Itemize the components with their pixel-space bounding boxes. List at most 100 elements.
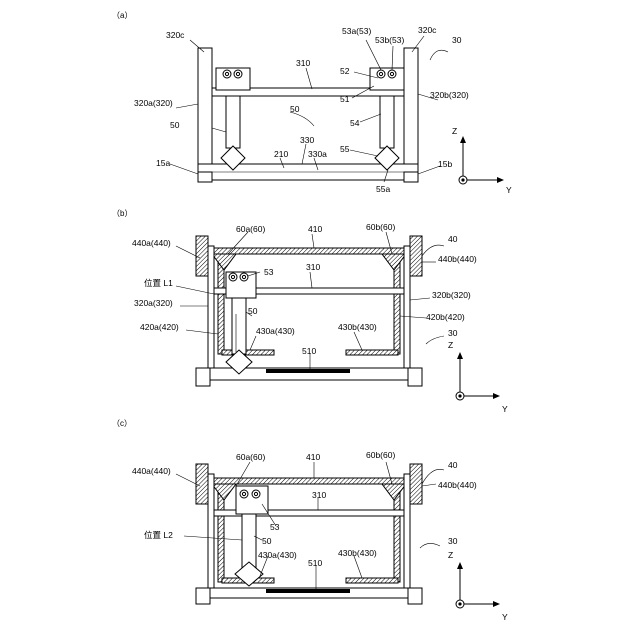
guide-60b	[382, 254, 406, 270]
carriage-b	[226, 272, 256, 298]
foot-15b	[404, 172, 418, 182]
plate-430b	[346, 350, 398, 355]
label-30: 30	[452, 35, 462, 45]
foot-left-c	[196, 588, 210, 604]
label-40-c: 40	[448, 460, 458, 470]
label-320b: 320b(320)	[430, 90, 469, 100]
foot-right-b	[408, 368, 422, 386]
label-430b-b: 430b(430)	[338, 322, 377, 332]
label-320a: 320a(320)	[134, 98, 173, 108]
post-320b-c	[404, 474, 410, 596]
bracket-440b	[410, 236, 422, 276]
carriage-c	[236, 486, 268, 514]
plate-430b-c	[346, 578, 398, 583]
label-410-c: 410	[306, 452, 320, 462]
label-55: 55	[340, 144, 350, 154]
bracket-440a	[196, 236, 208, 276]
label-440b-b: 440b(440)	[438, 254, 477, 264]
foot-right-c	[408, 588, 422, 604]
axis-b-y: Y	[502, 404, 508, 414]
label-15b: 15b	[438, 159, 452, 169]
label-440a-c: 440a(440)	[132, 466, 171, 476]
label-50-center: 50	[290, 104, 300, 114]
label-40-b: 40	[448, 234, 458, 244]
plate-410-c	[212, 478, 406, 484]
label-53b: 53b(53)	[375, 35, 404, 45]
label-210: 210	[274, 149, 288, 159]
label-430b-c: 430b(430)	[338, 548, 377, 558]
label-60a-b: 60a(60)	[236, 224, 265, 234]
stage-510-b	[266, 369, 350, 373]
carriage-left	[216, 68, 250, 90]
label-51: 51	[340, 94, 350, 104]
panel-a-caption: （a）	[112, 11, 132, 20]
label-310-c: 310	[312, 490, 326, 500]
bracket-440a-c	[196, 464, 208, 504]
axis-a-z: Z	[452, 126, 457, 136]
axis-c: Z Y	[448, 550, 508, 622]
label-60b-c: 60b(60)	[366, 450, 395, 460]
label-330a: 330a	[308, 149, 327, 159]
label-30-b: 30	[448, 328, 458, 338]
axis-a: Z Y	[452, 126, 512, 195]
arm-c	[242, 514, 256, 568]
carriage-51	[370, 68, 404, 90]
label-510-b: 510	[302, 346, 316, 356]
arm-54	[380, 96, 394, 148]
label-52: 52	[340, 66, 350, 76]
label-54: 54	[350, 118, 360, 128]
label-pos-l2: 位置 L2	[144, 530, 173, 540]
guide-60a	[212, 254, 236, 270]
plate-410	[212, 248, 406, 254]
stage-510-c	[266, 589, 350, 593]
panel-b-caption: （b）	[112, 209, 132, 218]
arm-b	[232, 298, 246, 354]
label-310: 310	[296, 58, 310, 68]
bracket-440b-c	[410, 464, 422, 504]
post-320b	[404, 48, 418, 180]
axis-b-z: Z	[448, 340, 453, 350]
label-320c-right: 320c	[418, 25, 437, 35]
panel-c: （c）	[112, 419, 508, 622]
label-410-b: 410	[308, 224, 322, 234]
guide-60a-c	[212, 484, 236, 500]
label-440b-c: 440b(440)	[438, 480, 477, 490]
arm-left	[226, 96, 240, 148]
label-50-b: 50	[248, 306, 258, 316]
axis-a-y: Y	[506, 185, 512, 195]
label-pos-l1: 位置 L1	[144, 278, 173, 288]
label-440a-b: 440a(440)	[132, 238, 171, 248]
label-55a: 55a	[376, 184, 390, 194]
post-320a-b	[208, 246, 214, 374]
label-320a-b: 320a(320)	[134, 298, 173, 308]
post-320a	[198, 48, 212, 180]
label-50-c: 50	[262, 536, 272, 546]
label-53-c: 53	[270, 522, 280, 532]
label-510-c: 510	[308, 558, 322, 568]
axis-b: Z Y	[448, 340, 508, 414]
label-50-left: 50	[170, 120, 180, 130]
guide-60b-c	[382, 484, 406, 500]
foot-left-b	[196, 368, 210, 386]
panel-b: （b）	[112, 209, 508, 414]
label-60b-b: 60b(60)	[366, 222, 395, 232]
axis-c-y: Y	[502, 612, 508, 622]
foot-15a	[198, 172, 212, 182]
label-430a-b: 430a(430)	[256, 326, 295, 336]
label-330: 330	[300, 135, 314, 145]
post-320a-c	[208, 474, 214, 596]
label-420a-b: 420a(420)	[140, 322, 179, 332]
label-430a-c: 430a(430)	[258, 550, 297, 560]
label-60a-c: 60a(60)	[236, 452, 265, 462]
axis-c-z: Z	[448, 550, 453, 560]
label-320b-b: 320b(320)	[432, 290, 471, 300]
plate-430a	[222, 350, 274, 355]
label-15a: 15a	[156, 158, 170, 168]
label-420b-b: 420b(420)	[426, 312, 465, 322]
label-53-b: 53	[264, 267, 274, 277]
label-320c-left: 320c	[166, 30, 185, 40]
post-320b-b	[404, 246, 410, 374]
label-53a: 53a(53)	[342, 26, 371, 36]
label-310-b: 310	[306, 262, 320, 272]
